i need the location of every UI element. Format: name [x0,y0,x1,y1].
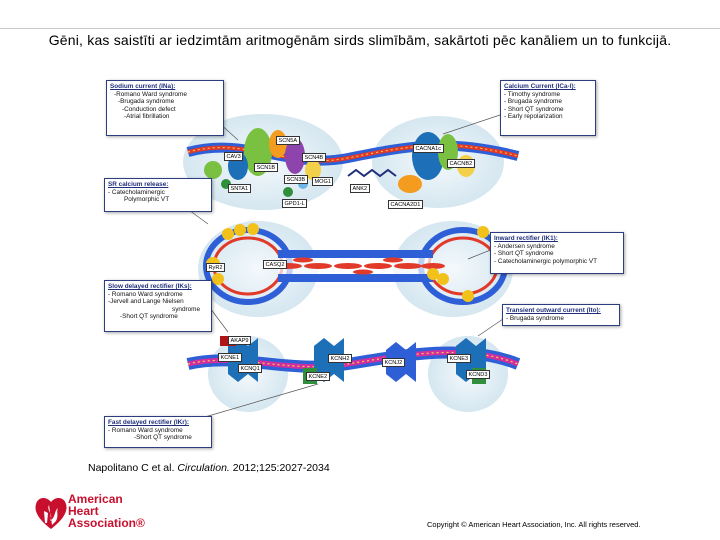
gene-label-kcne3: KCNE3 [447,354,471,363]
gene-label-cav3: CAV3 [224,152,244,161]
gene-label-kcnj2: KCNJ2 [382,358,405,367]
citation-authors: Napolitano C et al. [88,462,178,474]
gene-label-snta1: SNTA1 [228,184,251,193]
channel-diagram: SCN5A CAV3 SCN1B SCN4B SCN3B SNTA1 GPD1-… [88,74,628,460]
ryr-clusters [206,223,489,302]
t-tubule-top [278,250,433,258]
box-fast-delayed-rectifier: Fast delayed rectifier (IKr): - Romano W… [104,416,212,448]
gene-label-gpd1l: GPD1-L [282,199,308,208]
gene-label-cacna1c: CACNA1c [413,144,444,153]
box-transient-outward: Transient outward current (Ito): - Bruga… [502,304,620,326]
gene-label-scn3b: SCN3B [284,175,308,184]
gene-label-ank2: ANK2 [350,184,370,193]
box-inward-rectifier: Inward rectifier (IK1): - Andersen syndr… [490,232,624,274]
gene-label-ryr2: RyR2 [206,263,225,272]
gene-label-kcne1: KCNE1 [218,353,242,362]
gene-label-scn5a: SCN5A [276,136,300,145]
box-sr-calcium-release: SR calcium release: - Catecholaminergic … [104,178,212,212]
gene-label-kcne2: KCNE2 [306,372,330,381]
gene-label-kcnh2: KCNH2 [328,354,352,363]
gene-label-akap9: AKAP9 [228,336,252,345]
gene-label-scn4b: SCN4B [302,153,326,162]
gene-label-cacna2d1: CACNA2D1 [388,200,423,209]
gene-label-cacnb2: CACNB2 [447,159,475,168]
gene-label-mog1: MOG1 [312,177,334,186]
top-membrane-dots [187,144,519,162]
box-slow-delayed-rectifier: Slow delayed rectifier (IKs): - Romano W… [104,280,212,332]
citation-journal: Circulation. [177,462,230,474]
gene-label-casq2: CASQ2 [263,260,287,269]
slide-title: Gēni, kas saistīti ar iedzimtām aritmogē… [48,32,672,48]
gene-label-scn1b: SCN1B [254,163,278,172]
box-calcium-current: Calcium Current (ICa-l): - Timothy syndr… [500,80,596,136]
gene-label-kcnd3: KCND3 [466,370,490,379]
copyright-notice: Copyright © American Heart Association, … [427,520,641,529]
box-sodium-current: Sodium current (INa): -Romano Ward syndr… [106,80,224,136]
top-divider [0,28,720,29]
t-tubule-bottom [278,274,433,282]
bottom-membrane-dots [187,351,519,368]
aha-heart-torch-logo [35,498,67,529]
aha-logo-text: American Heart Association® [68,492,145,530]
citation: Napolitano C et al. Circulation. 2012;12… [88,462,330,474]
gene-label-kcnq1: KCNQ1 [238,364,263,373]
citation-ref: 2012;125:2027-2034 [229,462,330,474]
